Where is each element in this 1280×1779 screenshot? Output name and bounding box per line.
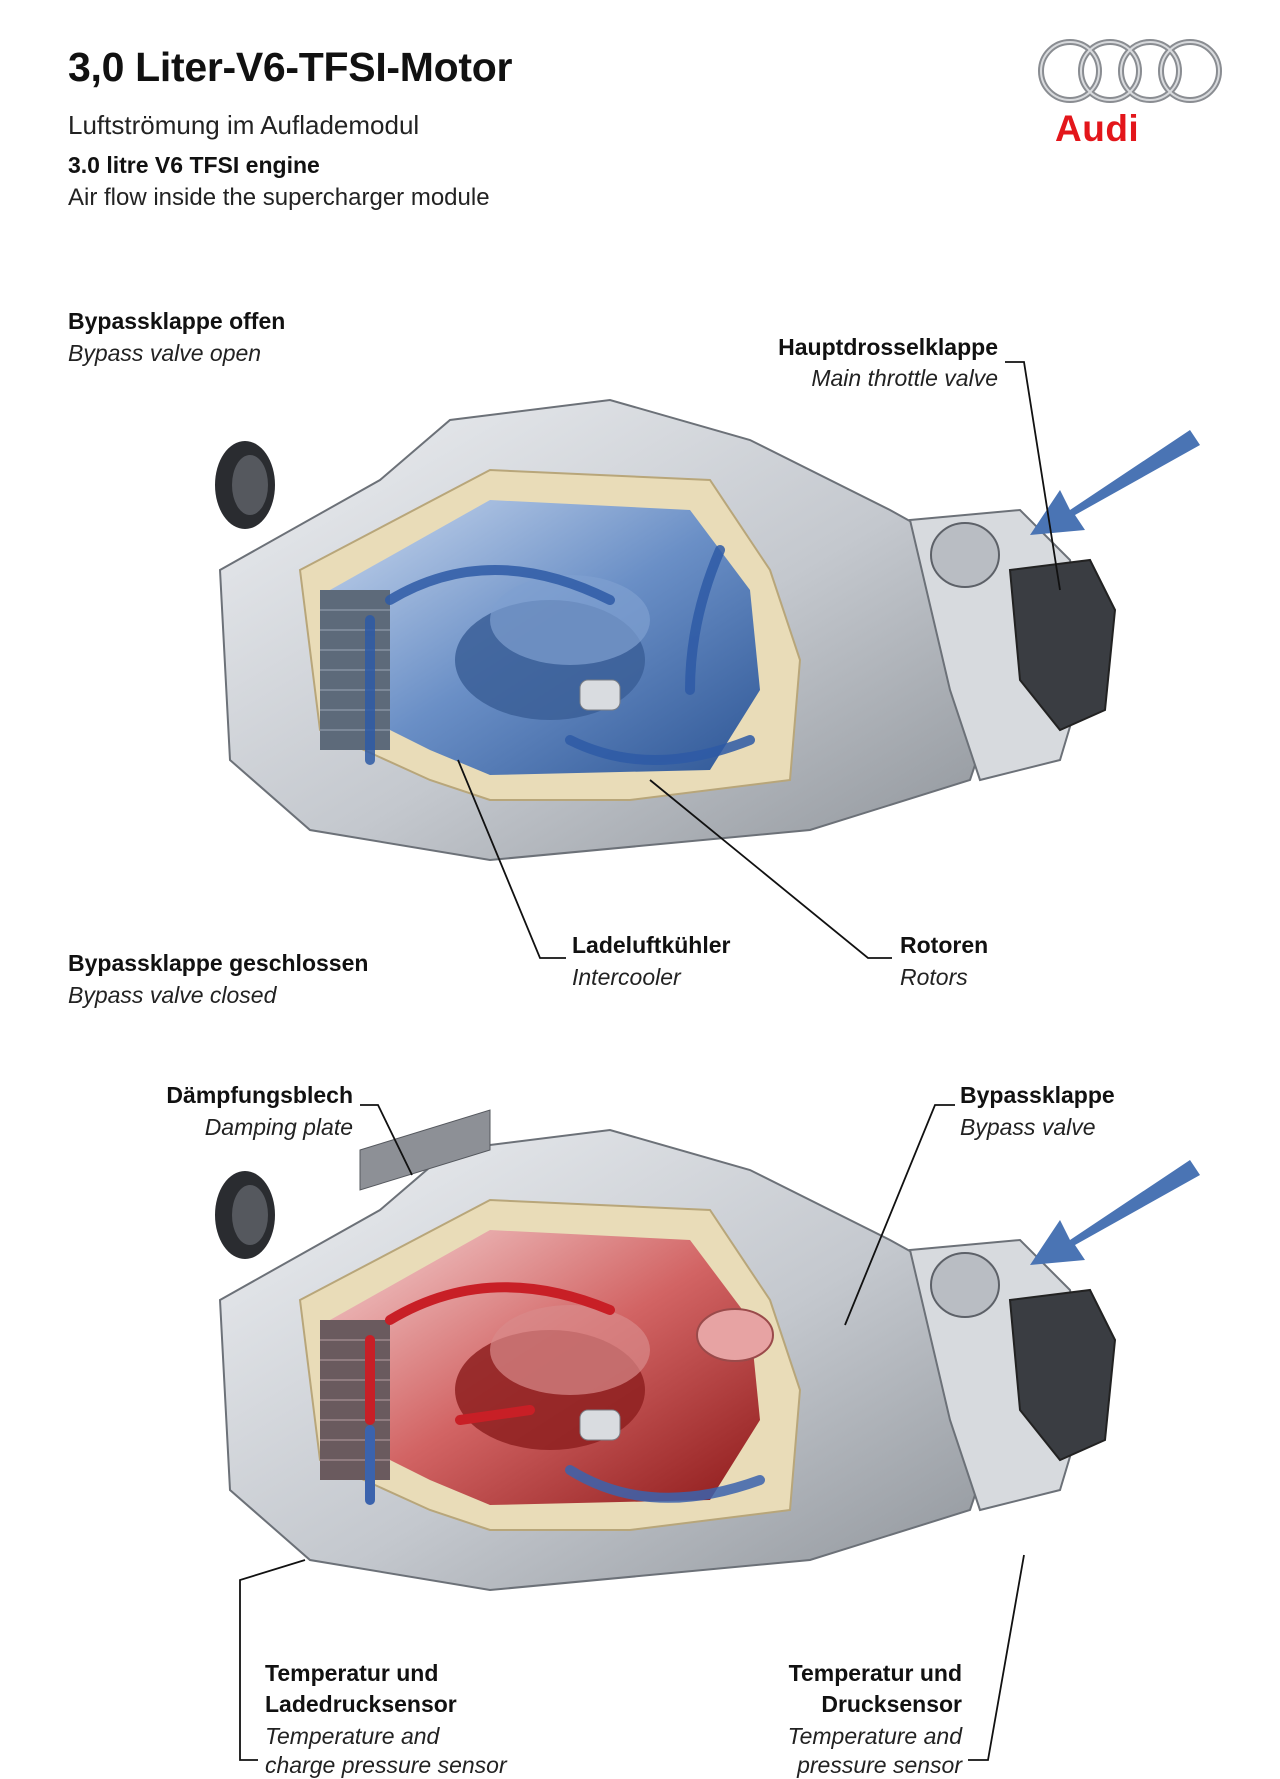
label-temp-pressure-sensor-de2: Drucksensor (821, 1691, 962, 1717)
label-intercooler-de: Ladeluftkühler (572, 932, 731, 958)
throttle-body (908, 1238, 1117, 1512)
intercooler-core (320, 590, 390, 750)
intake-arrow (1030, 430, 1200, 535)
state-label-closed-en: Bypass valve closed (68, 982, 277, 1008)
label-temp-pressure-sensor-en2: pressure sensor (797, 1752, 962, 1778)
pulley (215, 441, 275, 529)
rotor-pair (455, 1305, 650, 1450)
label-temp-charge-sensor-de1: Temperatur und (265, 1660, 439, 1686)
audi-rings-logo (1038, 39, 1222, 103)
airflow-arrows (365, 1282, 765, 1505)
intake-arrow (1030, 1160, 1200, 1265)
audi-wordmark: Audi (1055, 108, 1140, 149)
subtitle-german: Luftströmung im Auflademodul (68, 110, 420, 140)
label-temp-pressure-sensor-en1: Temperature and (787, 1723, 962, 1749)
label-temp-pressure-sensor-de1: Temperatur und (788, 1660, 962, 1686)
label-damping-plate-de: Dämpfungsblech (166, 1082, 353, 1108)
supercharger-cutaway-closed (215, 1109, 1200, 1592)
subtitle-english: Air flow inside the supercharger module (68, 184, 490, 211)
label-main-throttle-en: Main throttle valve (811, 365, 998, 391)
label-main-throttle-de: Hauptdrosselklappe (778, 334, 998, 360)
label-rotors-en: Rotors (900, 964, 968, 990)
label-temp-charge-sensor-de2: Ladedrucksensor (265, 1691, 457, 1717)
state-label-open-de: Bypassklappe offen (68, 308, 286, 334)
state-label-open-en: Bypass valve open (68, 340, 262, 366)
supercharger-cutaway-open (215, 398, 1200, 862)
label-bypass-valve-de: Bypassklappe (960, 1082, 1115, 1108)
title-english: 3.0 litre V6 TFSI engine (68, 152, 320, 178)
label-temp-charge-sensor-en2: charge pressure sensor (265, 1752, 507, 1778)
label-intercooler-en: Intercooler (572, 964, 681, 990)
label-bypass-valve-en: Bypass valve (960, 1114, 1096, 1140)
label-temp-charge-sensor-en1: Temperature and (265, 1723, 440, 1749)
page-title: 3,0 Liter-V6-TFSI-Motor (68, 44, 513, 90)
label-rotors-de: Rotoren (900, 932, 989, 958)
bypass-valve-disc (696, 1308, 774, 1362)
label-damping-plate-en: Damping plate (204, 1114, 353, 1140)
airflow-arrows (365, 545, 755, 765)
intercooler-core (320, 1320, 390, 1480)
pulley (215, 1171, 275, 1259)
state-label-closed-de: Bypassklappe geschlossen (68, 950, 369, 976)
